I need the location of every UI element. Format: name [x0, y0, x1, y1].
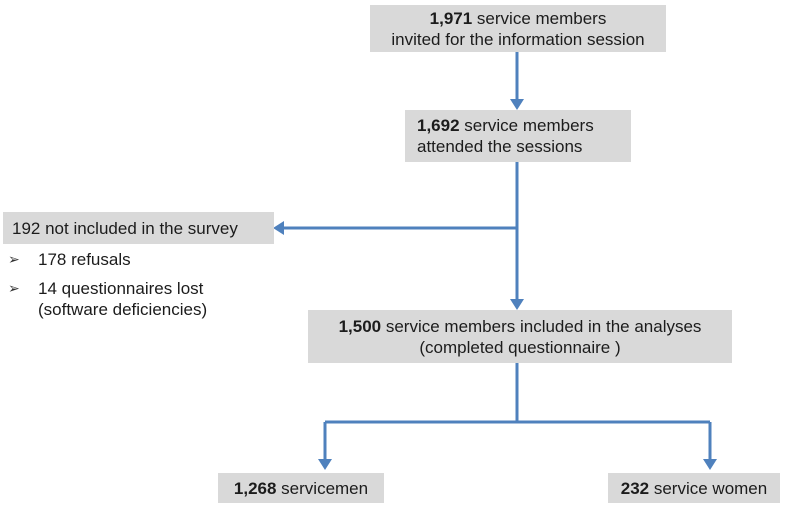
servicewomen-count: 232: [620, 478, 650, 498]
analyzed-count: 1,500: [338, 316, 382, 336]
list-item: ➢ 178 refusals: [8, 249, 298, 270]
arrowhead-bullet-icon: ➢: [8, 280, 20, 296]
connector-men-arrowhead-icon: [318, 459, 332, 470]
connector-attended-analyzed-arrowhead-icon: [510, 299, 524, 310]
flow-box-servicemen: 1,268 servicemen: [218, 473, 384, 503]
flow-box-analyzed-line1: 1,500 service members included in the an…: [338, 316, 702, 336]
flow-box-attended-line1: 1,692 service members: [417, 116, 594, 135]
connector-invited-attended-arrowhead-icon: [510, 99, 524, 110]
flow-box-invited-line1: 1,971 service members: [429, 8, 607, 28]
reason-text: 14 questionnaires lost (software deficie…: [38, 279, 208, 319]
flow-box-attended: 1,692 service members attended the sessi…: [405, 110, 631, 162]
flow-box-invited: 1,971 service members invited for the in…: [370, 5, 666, 52]
flow-box-servicewomen: 232 service women: [608, 473, 780, 503]
exclusion-reason-list: ➢ 178 refusals ➢ 14 questionnaires lost …: [8, 249, 298, 328]
connector-excluded-arrowhead-icon: [273, 221, 284, 235]
flow-box-excluded: 192 not included in the survey: [3, 212, 274, 244]
arrowhead-bullet-icon: ➢: [8, 251, 20, 267]
flow-box-servicemen-line1: 1,268 servicemen: [233, 478, 369, 498]
attended-count: 1,692: [417, 116, 460, 135]
connector-split-lines: [323, 363, 712, 460]
flow-box-attended-line2: attended the sessions: [417, 137, 583, 156]
flow-box-invited-line2: invited for the information session: [391, 29, 645, 49]
list-item: ➢ 14 questionnaires lost (software defic…: [8, 278, 298, 320]
connector-women-arrowhead-icon: [703, 459, 717, 470]
servicemen-count: 1,268: [233, 478, 277, 498]
flow-box-excluded-label: 192 not included in the survey: [12, 218, 238, 238]
invited-count: 1,971: [429, 8, 473, 28]
reason-text: 178 refusals: [38, 250, 131, 269]
flow-box-analyzed-line2: (completed questionnaire ): [419, 337, 621, 357]
flow-box-analyzed: 1,500 service members included in the an…: [308, 310, 732, 363]
flow-box-servicewomen-line1: 232 service women: [620, 478, 768, 498]
